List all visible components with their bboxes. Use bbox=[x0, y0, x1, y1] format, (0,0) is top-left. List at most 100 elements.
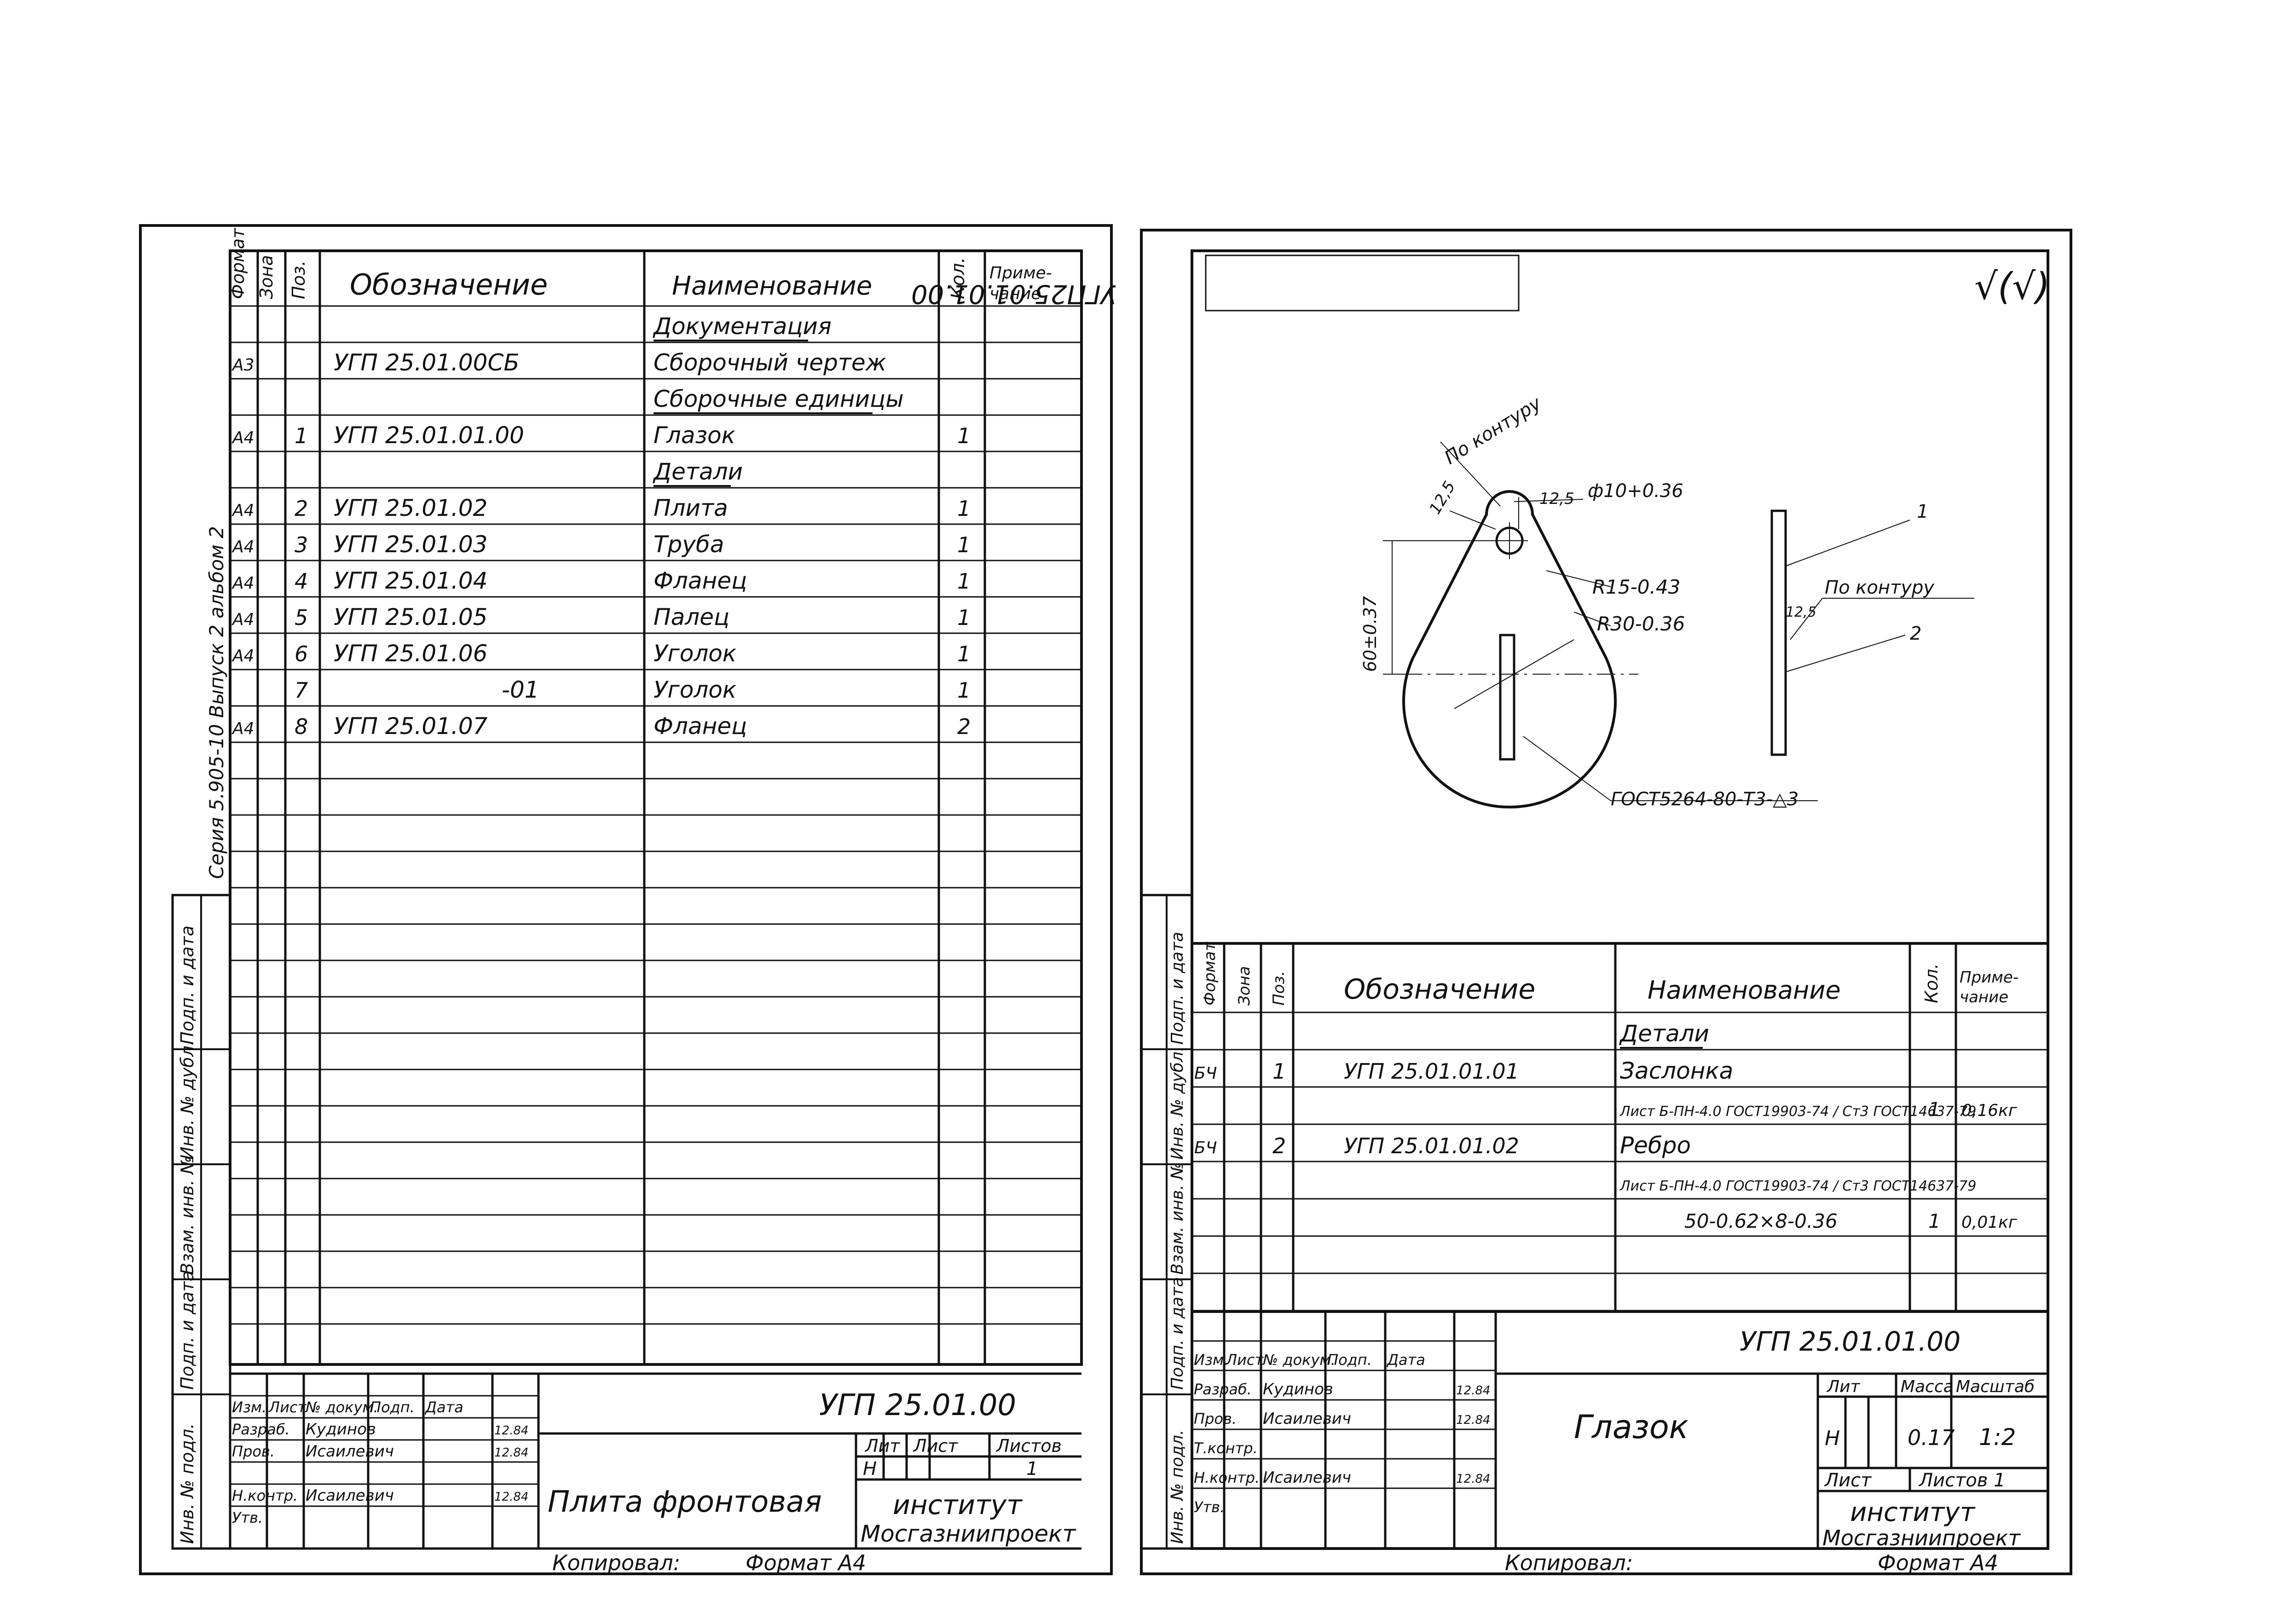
right-hdr-designation: Обозначение bbox=[1344, 973, 1535, 1006]
right-tb-hdr: Изм. bbox=[1194, 1351, 1228, 1369]
left-row-designation: УГП 25.01.02 bbox=[334, 495, 487, 521]
weld-all-round-text: По контуру bbox=[1441, 393, 1545, 469]
right-tb-mass-hdr: Масса bbox=[1901, 1377, 1954, 1396]
right-top-code: УГП25.01.01.00 bbox=[911, 279, 1116, 309]
left-row-pos: 3 bbox=[295, 532, 308, 557]
left-spec-columns bbox=[256, 251, 986, 1364]
dim-r1: R15-0.43 bbox=[1592, 576, 1680, 598]
left-row-name: Труба bbox=[653, 531, 724, 558]
right-hdr-name: Наименование bbox=[1648, 976, 1841, 1005]
left-tb-hdr: Лист bbox=[268, 1399, 306, 1416]
left-side-inv-dubl: Инв. № дубл. bbox=[177, 1040, 197, 1160]
left-row-qty: 1 bbox=[957, 423, 971, 448]
left-row-format: А4 bbox=[231, 428, 254, 447]
right-tb-date: 12.84 bbox=[1456, 1384, 1490, 1398]
left-row-designation: УГП 25.01.04 bbox=[334, 567, 487, 594]
left-tb-lit-hdr: Лит bbox=[864, 1436, 901, 1456]
dim-height: 60±0.37 bbox=[1360, 596, 1380, 672]
left-hdr-qty: Кол. bbox=[948, 257, 969, 299]
right-tb-role: Пров. bbox=[1194, 1410, 1237, 1428]
left-tb-hdr: Дата bbox=[424, 1399, 463, 1416]
right-tb-date: 12.84 bbox=[1456, 1413, 1490, 1427]
left-row-pos: 8 bbox=[295, 714, 308, 739]
left-tb-date: 12.84 bbox=[494, 1490, 528, 1504]
left-side-inv-podl: Инв. № подл. bbox=[177, 1423, 197, 1544]
left-row-designation: УГП 25.01.05 bbox=[334, 604, 487, 630]
left-hdr-zone: Зона bbox=[256, 255, 277, 299]
right-row-note: 0,01кг bbox=[1961, 1213, 2018, 1232]
right-tb-org-2: Мосгазниипроект bbox=[1822, 1526, 2021, 1550]
left-row-designation: УГП 25.01.01.00 bbox=[334, 422, 524, 449]
right-tb-code: УГП 25.01.01.00 bbox=[1740, 1326, 1960, 1357]
right-tb-mass: 0.17 bbox=[1908, 1425, 1955, 1450]
left-row-format: А4 bbox=[231, 610, 254, 629]
left-tb-hdr: Подп. bbox=[370, 1399, 415, 1416]
left-tb-role: Утв. bbox=[232, 1509, 263, 1526]
right-spec-columns bbox=[1223, 943, 1957, 1312]
left-row-qty: 1 bbox=[957, 569, 971, 594]
left-tb-sheets: 1 bbox=[1026, 1458, 1038, 1480]
left-tb-name: Исаилевич bbox=[306, 1486, 394, 1505]
right-tb-lit: Н bbox=[1825, 1427, 1840, 1450]
left-frame bbox=[139, 224, 1113, 1575]
left-format: Формат А4 bbox=[746, 1550, 866, 1575]
left-row-name: Документация bbox=[653, 313, 832, 340]
dim-roughness-3: 12,5 bbox=[1786, 604, 1816, 620]
right-tb-hdr: Лист bbox=[1226, 1351, 1264, 1369]
left-tb-role: Пров. bbox=[232, 1443, 275, 1460]
right-tb-role: Разраб. bbox=[1194, 1381, 1252, 1398]
right-roughness-sign: √(√) bbox=[1974, 265, 2050, 308]
weld-standard: ГОСТ5264-80-Т3-△3 bbox=[1611, 789, 1798, 810]
left-row-format: А3 bbox=[231, 356, 254, 375]
left-tb-org-2: Мосгазниипроект bbox=[861, 1520, 1076, 1547]
right-tb-date: 12.84 bbox=[1456, 1472, 1490, 1486]
left-tb-code: УГП 25.01.00 bbox=[819, 1388, 1016, 1422]
left-row-name: Сборочный чертеж bbox=[653, 349, 886, 376]
right-tb-org-1: институт bbox=[1850, 1497, 1976, 1527]
left-row-pos: 4 bbox=[295, 569, 308, 594]
right-format: Формат А4 bbox=[1878, 1550, 1998, 1575]
left-tb-role: Разраб. bbox=[232, 1421, 290, 1438]
left-side-podp-2: Подп. и дата bbox=[177, 925, 197, 1045]
right-top-code-box: УГП25.01.01.00 bbox=[911, 254, 1520, 312]
right-side-inv-dubl: Инв. № дубл. bbox=[1168, 1046, 1187, 1160]
left-tb-title: Плита фронтовая bbox=[548, 1485, 822, 1519]
left-row-name: Детали bbox=[653, 458, 743, 485]
dim-roughness-1: 12,5 bbox=[1426, 478, 1459, 518]
right-copied: Копировал: bbox=[1505, 1550, 1633, 1575]
right-tb-hdr: № докум. bbox=[1262, 1351, 1336, 1369]
left-row-pos: 7 bbox=[295, 678, 308, 703]
right-hdr-pos: Поз. bbox=[1270, 971, 1288, 1006]
right-tb-scale-hdr: Масштаб bbox=[1956, 1377, 2035, 1396]
left-row-designation: -01 bbox=[502, 676, 539, 703]
left-copied: Копировал: bbox=[552, 1550, 680, 1575]
left-hdr-designation: Обозначение bbox=[350, 268, 548, 301]
right-tb-role: Утв. bbox=[1194, 1498, 1225, 1516]
left-row-format: А4 bbox=[231, 574, 254, 593]
left-row-format: А4 bbox=[231, 537, 254, 556]
left-row-qty: 1 bbox=[957, 642, 971, 666]
right-row-designation: УГП 25.01.01.02 bbox=[1344, 1133, 1519, 1158]
left-spec-rows bbox=[230, 305, 1081, 1325]
right-row-format: БЧ bbox=[1194, 1139, 1217, 1157]
left-hdr-format: Формат bbox=[228, 227, 248, 299]
left-row-format: А4 bbox=[231, 647, 254, 665]
left-row-name: Фланец bbox=[653, 567, 747, 594]
right-row-format: БЧ bbox=[1194, 1064, 1217, 1083]
left-tb-name: Кудинов bbox=[306, 1420, 376, 1439]
rib-section bbox=[1499, 634, 1515, 761]
left-tb-role: Н.контр. bbox=[232, 1487, 298, 1504]
left-row-name: Глазок bbox=[653, 422, 735, 449]
left-row-name: Уголок bbox=[653, 640, 736, 667]
left-series-text: Серия 5.905-10 Выпуск 2 альбом 2 bbox=[205, 526, 228, 879]
lead-1: 1 bbox=[1917, 501, 1928, 522]
right-hdr-zone: Зона bbox=[1235, 966, 1254, 1006]
left-row-qty: 1 bbox=[957, 532, 971, 557]
right-frame bbox=[1140, 229, 2072, 1575]
left-side-vzam: Взам. инв. № bbox=[177, 1156, 197, 1275]
left-row-name: Фланец bbox=[653, 713, 747, 740]
right-row-note: 0,16кг bbox=[1961, 1101, 2018, 1120]
